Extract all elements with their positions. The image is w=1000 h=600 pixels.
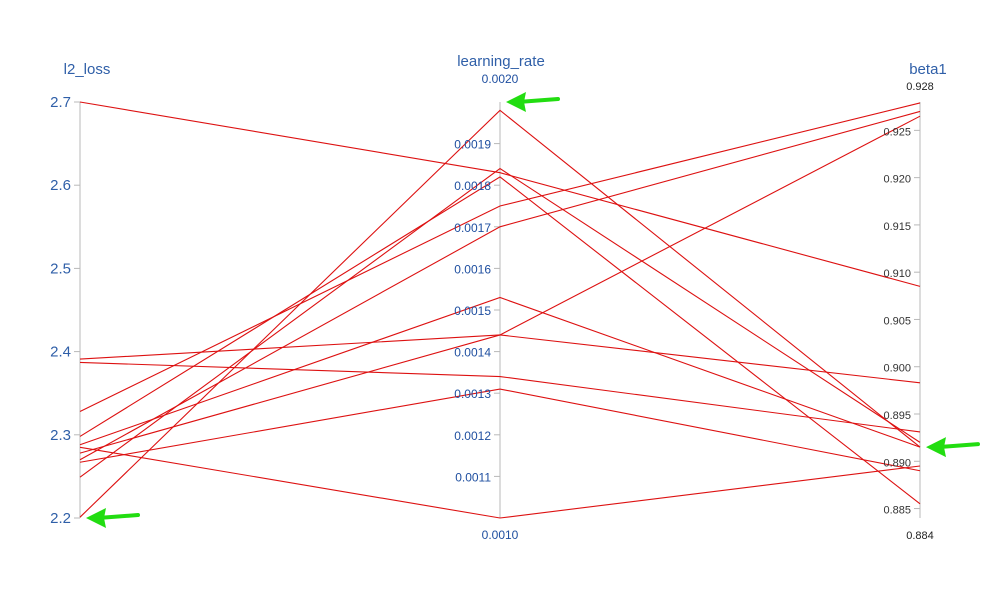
tick-label-learning_rate: 0.0018: [454, 179, 491, 193]
tick-label-learning_rate: 0.0017: [454, 221, 491, 235]
green-arrow-icon: [926, 437, 980, 458]
tick-label-l2_loss: 2.3: [50, 427, 71, 444]
data-line: [79, 296, 921, 448]
range-bottom-label-beta1: 0.884: [906, 530, 934, 542]
data-line: [79, 446, 921, 519]
data-line: [79, 361, 921, 433]
green-arrow-icon: [506, 92, 560, 112]
data-line: [79, 176, 921, 505]
range-bottom-label-learning_rate: 0.0010: [482, 528, 519, 542]
range-top-label-beta1: 0.928: [906, 81, 934, 93]
lines-layer: [79, 101, 921, 519]
data-line: [79, 167, 921, 478]
tick-label-l2_loss: 2.4: [50, 344, 71, 361]
tick-label-beta1: 0.900: [883, 363, 911, 375]
data-line: [79, 102, 921, 412]
tick-label-l2_loss: 2.5: [50, 260, 71, 277]
tick-label-beta1: 0.920: [883, 174, 911, 186]
tick-label-beta1: 0.895: [883, 410, 911, 422]
range-top-label-learning_rate: 0.0020: [482, 72, 519, 86]
tick-label-l2_loss: 2.6: [50, 177, 71, 194]
tick-label-l2_loss: 2.7: [50, 94, 71, 111]
tick-label-learning_rate: 0.0011: [455, 470, 491, 484]
tick-label-learning_rate: 0.0012: [454, 429, 491, 443]
tick-label-beta1: 0.925: [883, 126, 911, 138]
labels-layer: l2_loss 2.2 2.3 2.4 2.5 2.6 2.7 learning_rate 0.…: [50, 53, 947, 542]
tick-label-beta1: 0.905: [883, 315, 911, 327]
tick-label-beta1: 0.890: [883, 457, 911, 469]
tick-label-l2_loss: 2.2: [50, 510, 71, 527]
tick-label-learning_rate: 0.0013: [454, 387, 491, 401]
tick-label-beta1: 0.885: [883, 505, 911, 517]
axis-title-l2_loss: l2_loss: [64, 61, 111, 78]
tick-label-learning_rate: 0.0016: [454, 262, 491, 276]
tick-label-learning_rate: 0.0015: [454, 304, 491, 318]
data-line: [79, 388, 921, 472]
axes-layer: [74, 101, 921, 519]
axis-title-beta1: beta1: [909, 61, 947, 78]
tick-label-learning_rate: 0.0014: [454, 346, 491, 360]
data-line: [79, 110, 921, 461]
markers-layer: [86, 92, 980, 528]
tick-label-beta1: 0.915: [883, 221, 911, 233]
data-line: [79, 115, 921, 454]
data-line: [79, 101, 921, 287]
green-arrow-icon: [86, 508, 140, 528]
tick-label-beta1: 0.910: [883, 268, 911, 280]
tick-label-learning_rate: 0.0019: [454, 138, 491, 152]
axis-title-learning_rate: learning_rate: [457, 53, 545, 70]
